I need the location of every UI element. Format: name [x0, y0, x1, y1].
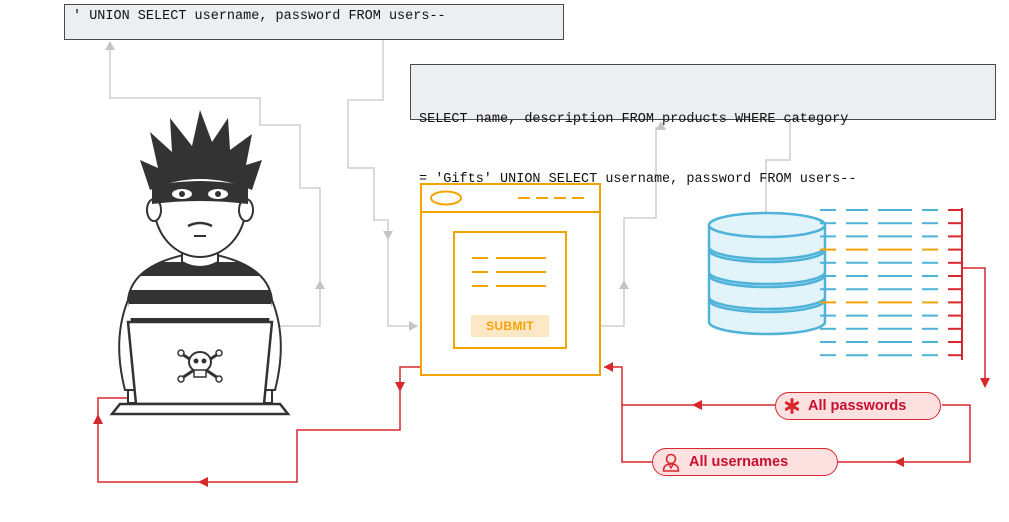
response-flow-arrows	[93, 362, 990, 487]
full-query-line1: SELECT name, description FROM products W…	[419, 112, 849, 127]
skull-crossbones-icon	[177, 349, 223, 383]
web-form-window	[420, 183, 601, 376]
attacker-query-box: ' UNION SELECT username, password FROM u…	[64, 4, 564, 40]
all-usernames-badge: All usernames	[652, 448, 838, 476]
submit-button[interactable]: SUBMIT	[471, 315, 549, 337]
asterisk-icon	[784, 398, 800, 414]
all-passwords-label: All passwords	[808, 398, 907, 414]
all-passwords-badge: All passwords	[775, 392, 941, 420]
all-usernames-label: All usernames	[689, 454, 789, 470]
full-query-line2: = 'Gifts' UNION SELECT username, passwor…	[419, 172, 857, 187]
full-query-box: SELECT name, description FROM products W…	[410, 64, 996, 187]
database-table-rows	[820, 209, 938, 357]
user-icon	[661, 452, 681, 472]
database-icon	[707, 211, 827, 336]
